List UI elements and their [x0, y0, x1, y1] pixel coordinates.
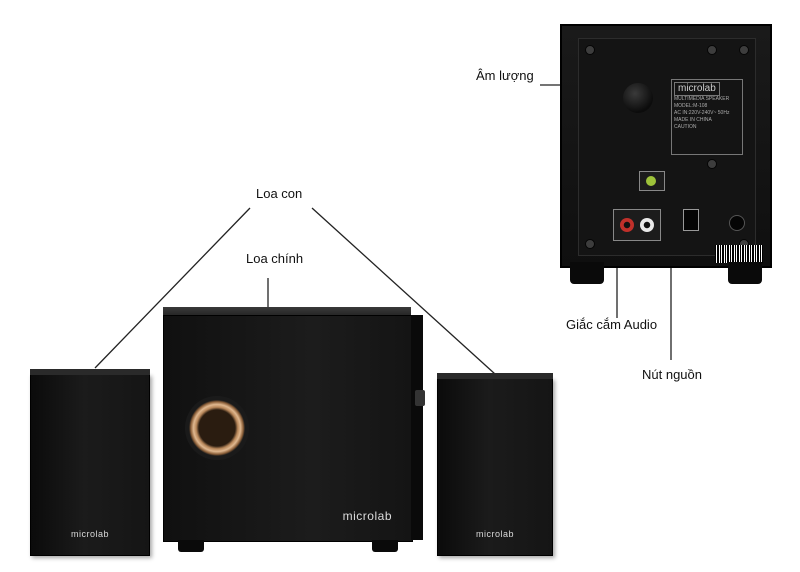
subwoofer-foot-right [372, 540, 398, 552]
subwoofer-foot-left [178, 540, 204, 552]
plate-line-4: MADE IN CHINA [674, 117, 712, 123]
bass-port [185, 396, 249, 460]
subwoofer-side-knob [415, 390, 425, 406]
aux-jack [639, 171, 665, 191]
label-am-luong: Âm lượng [476, 68, 534, 83]
satellite-speaker-right: microlab [437, 373, 553, 556]
satellite-left-top [30, 369, 150, 375]
back-inner-panel: microlab MULTIMEDIA SPEAKER MODEL:M-108 … [578, 38, 763, 263]
screw-icon [585, 239, 595, 249]
aux-jack-icon [646, 176, 656, 186]
barcode [715, 245, 763, 263]
satellite-right-top [437, 373, 553, 379]
volume-knob [623, 83, 653, 113]
power-switch [683, 209, 699, 231]
plate-caution: CAUTION [674, 124, 697, 130]
rca-red-jack-icon [620, 218, 634, 232]
loa-con-line-left [94, 207, 251, 369]
loa-con-line-right [311, 207, 496, 375]
label-nut-nguon: Nút nguồn [642, 367, 702, 382]
plate-line-1: MULTIMEDIA SPEAKER [674, 96, 730, 102]
label-giac-cam-audio: Giắc cắm Audio [566, 317, 658, 332]
screw-icon [739, 45, 749, 55]
screw-icon [707, 159, 717, 169]
satellite-left-brand: microlab [70, 529, 109, 539]
back-foot-right [728, 262, 762, 284]
back-plate-brand: microlab [674, 82, 720, 96]
plate-line-3: AC IN:220V-240V~ 50Hz [674, 110, 730, 116]
label-loa-chinh: Loa chính [246, 251, 304, 266]
subwoofer-brand: microlab [342, 509, 392, 523]
rca-jack-panel [613, 209, 661, 241]
label-loa-con: Loa con [256, 186, 303, 201]
rca-white-jack-icon [640, 218, 654, 232]
subwoofer-top [163, 307, 411, 317]
rating-plate: microlab MULTIMEDIA SPEAKER MODEL:M-108 … [671, 79, 743, 155]
satellite-right-brand: microlab [475, 529, 514, 539]
screw-icon [707, 45, 717, 55]
satellite-speaker-left: microlab [30, 369, 150, 556]
screw-icon [585, 45, 595, 55]
plate-line-2: MODEL:M-108 [674, 103, 708, 109]
subwoofer-back-panel: microlab MULTIMEDIA SPEAKER MODEL:M-108 … [560, 24, 772, 268]
subwoofer-side [411, 315, 423, 540]
back-foot-left [570, 262, 604, 284]
power-cord-port [729, 215, 745, 231]
